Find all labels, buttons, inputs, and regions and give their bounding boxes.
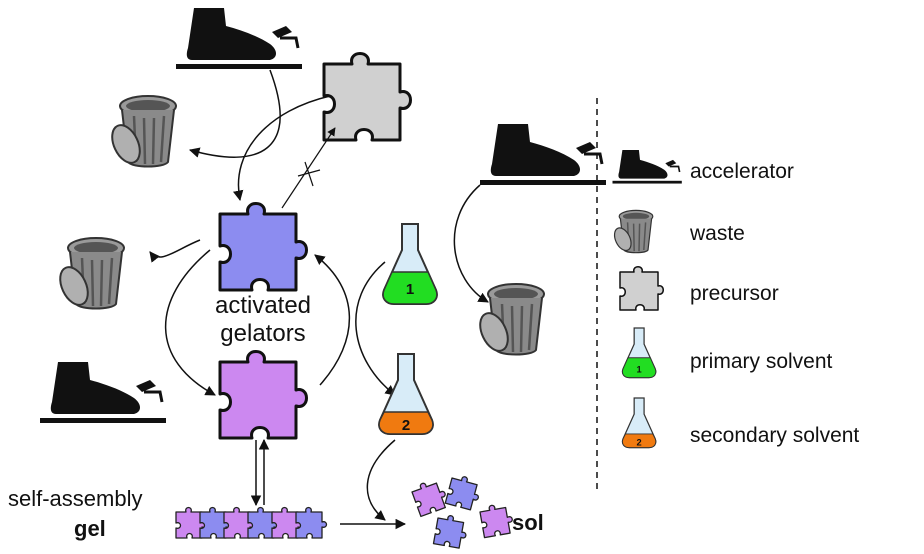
legend-precursor-icon <box>619 266 664 311</box>
sol-label: sol <box>512 510 544 535</box>
accelerator-icon-top <box>174 6 304 71</box>
arrow-boot-to-waste-left <box>149 239 201 263</box>
accelerator-icon-left <box>38 360 168 425</box>
legend-primary-solvent-icon: 1 <box>621 327 657 379</box>
legend-waste-label: waste <box>690 222 745 245</box>
legend-secondary-solvent-icon: 2 <box>621 397 657 449</box>
arrow-precursor-to-blue <box>233 95 331 202</box>
arrow-blue-to-precursor-blocked <box>281 127 336 209</box>
accelerator-icon-right <box>478 122 608 187</box>
activated-gelator-blue-puzzle <box>218 202 308 292</box>
secondary-solvent-flask-icon: 2 <box>378 353 434 435</box>
arrow-flask2-to-sol <box>366 439 396 521</box>
activated-gelator-violet-puzzle <box>218 350 308 440</box>
arrow-left-cycle <box>164 249 216 396</box>
activated-gelators-label-line1: activated <box>214 292 312 319</box>
primary-solvent-flask-icon: 1 <box>382 223 438 305</box>
self-assembly-label: self-assembly <box>8 486 143 511</box>
legend-accelerator-icon <box>611 149 683 185</box>
waste-bin-icon-right <box>473 282 546 357</box>
gel-label: gel <box>74 516 106 541</box>
arrow-flask1-to-flask2 <box>355 261 396 396</box>
blocked-mark <box>297 161 321 187</box>
sol-pieces <box>409 473 516 550</box>
arrow-accelerator-to-waste <box>188 69 281 158</box>
legend-flask-secondary-number: 2 <box>637 438 642 448</box>
activated-gelators-label-line2: gelators <box>220 320 306 347</box>
arrow-boot-to-waste-right <box>453 184 489 303</box>
flask-secondary-number: 2 <box>402 417 410 434</box>
legend-waste-icon <box>610 209 654 254</box>
legend-flask-primary-number: 1 <box>637 365 642 375</box>
precursor-puzzle-icon <box>322 52 412 142</box>
waste-bin-icon-left <box>53 236 126 311</box>
legend-accelerator-label: accelerator <box>690 160 794 183</box>
waste-bin-icon-top <box>105 94 178 169</box>
legend-precursor-label: precursor <box>690 282 779 305</box>
legend-secondary-solvent-label: secondary solvent <box>690 424 860 447</box>
flask-primary-number: 1 <box>406 281 414 298</box>
gel-chain <box>175 506 328 539</box>
arrow-violet-to-blue <box>314 254 351 386</box>
legend-primary-solvent-label: primary solvent <box>690 350 833 373</box>
